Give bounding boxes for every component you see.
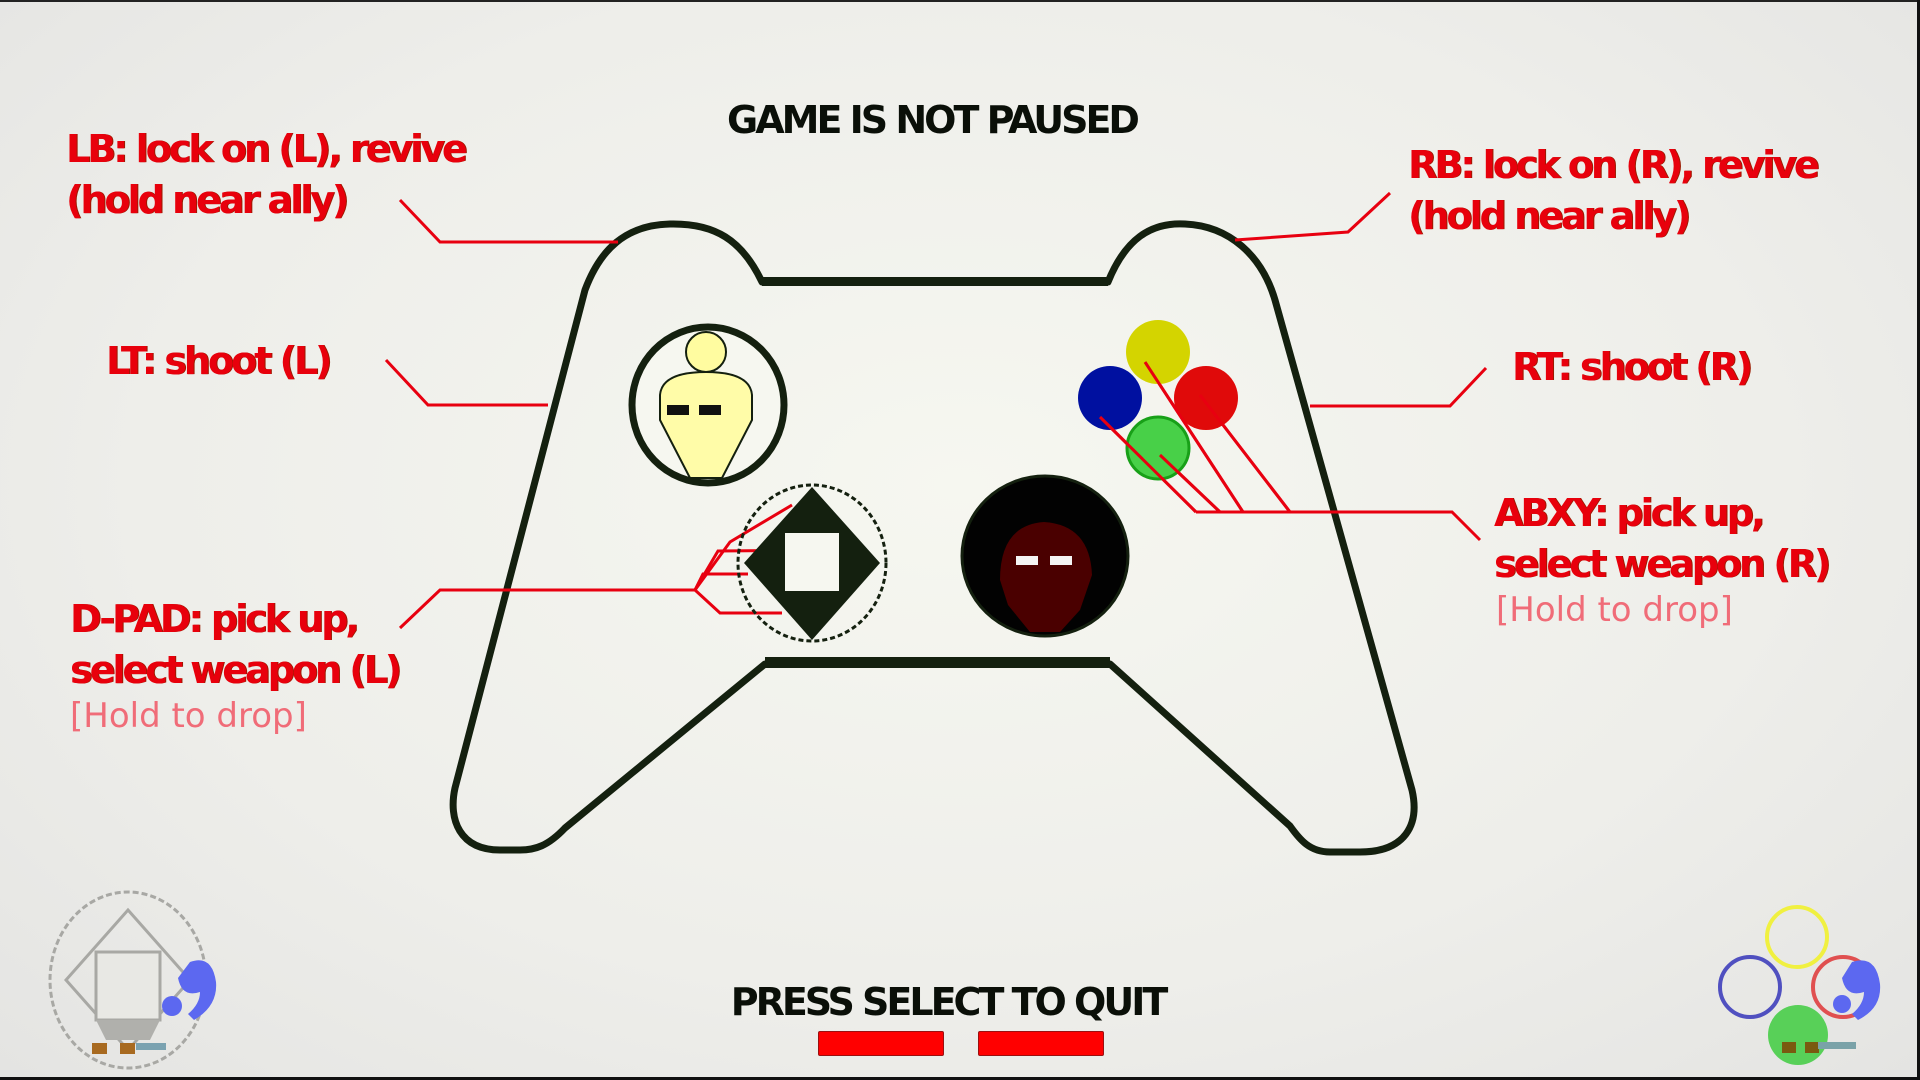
- x-button-icon: [1078, 366, 1142, 430]
- quit-progress-bar-right: [978, 1031, 1104, 1056]
- controller-top-edge: [762, 277, 1108, 286]
- abxy-leader-lines-overlay: [1098, 361, 1292, 514]
- frame-border-right: [1917, 0, 1920, 1080]
- rb-label: RB: lock on (R), revive (hold near ally): [1408, 140, 1820, 242]
- pause-status-title: GAME IS NOT PAUSED: [727, 98, 1140, 142]
- abxy-label-line2: select weapon (R): [1494, 542, 1831, 586]
- left-thumbstick: [628, 323, 788, 487]
- lt-label-line1: LT: shoot (L): [106, 339, 332, 383]
- dpad: [736, 483, 888, 643]
- abxy-label: ABXY: pick up, select weapon (R): [1494, 488, 1831, 590]
- face-buttons: [1078, 320, 1238, 481]
- quit-prompt: PRESS SELECT TO QUIT: [730, 980, 1169, 1024]
- dpad-label-line1: D-PAD: pick up,: [70, 597, 360, 641]
- quit-progress-bar-left: [818, 1031, 944, 1056]
- rt-label-line1: RT: shoot (R): [1512, 345, 1753, 389]
- lb-label-line1: LB: lock on (L), revive: [66, 127, 468, 171]
- dpad-label-line2: select weapon (L): [70, 648, 402, 692]
- a-button-icon: [1125, 415, 1191, 481]
- frame-border-top: [0, 0, 1920, 2]
- frame-border-bottom: [0, 1077, 1920, 1080]
- y-button-icon: [1126, 320, 1190, 384]
- dpad-label: D-PAD: pick up, select weapon (L): [70, 594, 402, 696]
- controller-bottom-edge: [765, 657, 1110, 668]
- right-thumbstick: [960, 474, 1130, 638]
- dpad-hold-hint: [Hold to drop]: [70, 696, 307, 736]
- lb-label: LB: lock on (L), revive (hold near ally): [66, 124, 468, 226]
- rt-label: RT: shoot (R): [1512, 342, 1753, 393]
- yellow-character-icon: [659, 370, 753, 479]
- abxy-label-line1: ABXY: pick up,: [1494, 491, 1765, 535]
- rb-label-line1: RB: lock on (R), revive: [1408, 143, 1820, 187]
- dark-character-icon: [1000, 522, 1092, 632]
- rb-label-line2: (hold near ally): [1408, 194, 1691, 238]
- b-button-icon: [1174, 366, 1238, 430]
- player-two-abxy-emblem-icon: [1718, 905, 1881, 1065]
- lb-label-line2: (hold near ally): [66, 178, 349, 222]
- lt-label: LT: shoot (L): [106, 336, 332, 387]
- abxy-hold-hint: [Hold to drop]: [1496, 590, 1733, 630]
- controller-outline: [449, 220, 1418, 856]
- player-one-dpad-emblem-icon: [48, 890, 217, 1070]
